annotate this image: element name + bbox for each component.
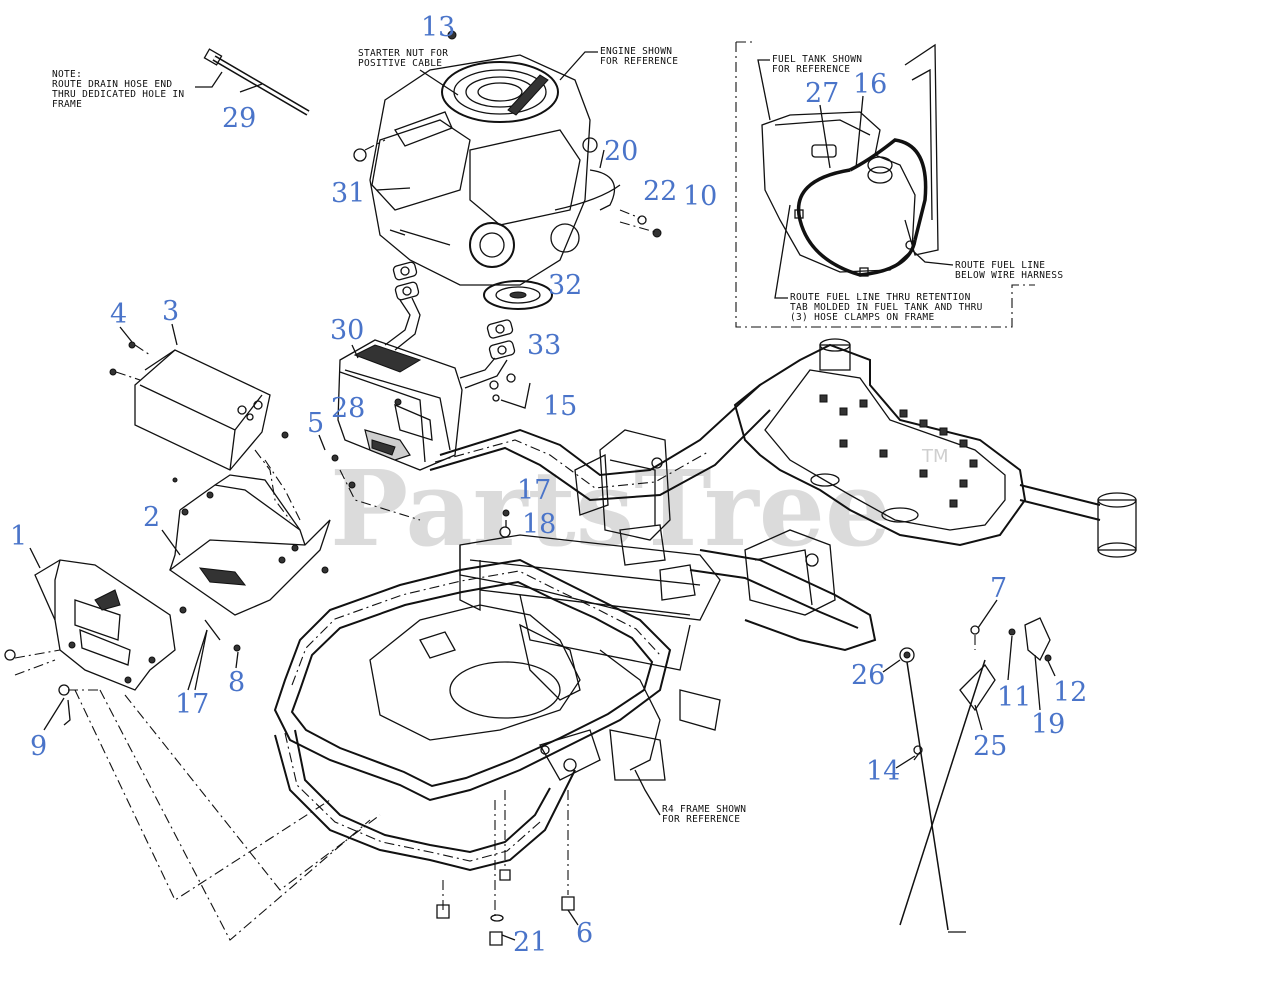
callout-11: 11 — [997, 682, 1031, 713]
callouts: 13 29 31 20 22 10 27 16 32 33 30 15 4 3 … — [10, 12, 1087, 958]
exhaust-gaskets — [384, 261, 516, 389]
callout-28: 28 — [331, 393, 365, 424]
svg-text:FOR REFERENCE: FOR REFERENCE — [772, 64, 850, 75]
heat-shield — [168, 449, 331, 652]
pulley — [483, 280, 553, 310]
callout-17-bottom: 17 — [175, 689, 209, 720]
callout-9: 9 — [30, 731, 47, 762]
callout-18: 18 — [522, 509, 556, 540]
fuel-tank-inset: FUEL TANK SHOWN FOR REFERENCE ROUTE FUEL… — [735, 41, 1063, 328]
leader-lines — [29, 95, 1056, 769]
callout-25: 25 — [973, 731, 1007, 762]
callout-17-top: 17 — [517, 475, 551, 506]
svg-text:R4 FRAME SHOWN: R4 FRAME SHOWN — [662, 804, 746, 815]
svg-text:ROUTE FUEL LINE THRU RETENTION: ROUTE FUEL LINE THRU RETENTION — [790, 292, 971, 303]
callout-5: 5 — [307, 408, 324, 439]
callout-12: 12 — [1053, 677, 1087, 708]
callout-33: 33 — [527, 330, 561, 361]
svg-text:ROUTE FUEL LINE: ROUTE FUEL LINE — [955, 260, 1045, 271]
callout-30: 30 — [330, 315, 364, 346]
guard-plate — [4, 559, 176, 726]
callout-7: 7 — [990, 573, 1007, 604]
engine-hardware — [447, 30, 662, 238]
cover-panel — [109, 341, 289, 471]
svg-text:TAB MOLDED IN FUEL TANK AND TH: TAB MOLDED IN FUEL TANK AND THRU — [790, 302, 983, 313]
assembly-lines — [74, 619, 381, 941]
callout-15: 15 — [543, 391, 577, 422]
frame — [273, 338, 1137, 872]
callout-6: 6 — [576, 918, 593, 949]
cables — [899, 617, 1052, 933]
callout-10: 10 — [683, 181, 717, 212]
callout-31: 31 — [331, 178, 365, 209]
svg-text:ENGINE SHOWN: ENGINE SHOWN — [600, 46, 672, 57]
svg-text:BELOW WIRE HARNESS: BELOW WIRE HARNESS — [955, 270, 1063, 281]
svg-text:FOR REFERENCE: FOR REFERENCE — [662, 814, 740, 825]
engine — [353, 54, 621, 286]
callout-26: 26 — [851, 660, 885, 691]
svg-text:ROUTE DRAIN HOSE END: ROUTE DRAIN HOSE END — [52, 79, 172, 90]
note-frame-shown: R4 FRAME SHOWN FOR REFERENCE — [634, 769, 746, 825]
callout-27: 27 — [805, 78, 839, 109]
callout-20: 20 — [604, 136, 638, 167]
callout-14: 14 — [866, 756, 900, 787]
spark-arrestor — [364, 429, 411, 461]
svg-text:FOR REFERENCE: FOR REFERENCE — [600, 56, 678, 67]
watermark: PartsTree — [330, 447, 891, 570]
callout-32: 32 — [548, 270, 582, 301]
callout-1: 1 — [10, 521, 27, 552]
note-starter-nut: STARTER NUT FOR POSITIVE CABLE — [358, 48, 459, 96]
bolts-15 — [489, 373, 531, 409]
callout-22: 22 — [643, 176, 677, 207]
svg-text:FUEL TANK SHOWN: FUEL TANK SHOWN — [772, 54, 862, 65]
watermark-tm: TM — [921, 446, 949, 467]
muffler — [337, 339, 463, 471]
callout-3: 3 — [162, 296, 179, 327]
callout-29: 29 — [222, 103, 256, 134]
bottom-bolts — [436, 790, 579, 946]
note-engine-shown: ENGINE SHOWN FOR REFERENCE — [559, 46, 678, 81]
callout-21: 21 — [513, 927, 547, 958]
note-drain-hose: NOTE: ROUTE DRAIN HOSE END THRU DEDICATE… — [52, 69, 223, 110]
callout-4: 4 — [110, 299, 127, 330]
svg-text:FRAME: FRAME — [52, 99, 82, 110]
callout-16: 16 — [853, 69, 887, 100]
callout-2: 2 — [143, 502, 160, 533]
svg-text:NOTE:: NOTE: — [52, 69, 82, 80]
svg-text:(3) HOSE CLAMPS ON FRAME: (3) HOSE CLAMPS ON FRAME — [790, 312, 934, 323]
svg-text:THRU DEDICATED HOLE IN: THRU DEDICATED HOLE IN — [52, 89, 184, 100]
callout-19: 19 — [1031, 709, 1065, 740]
svg-text:POSITIVE CABLE: POSITIVE CABLE — [358, 58, 442, 69]
drain-hose — [203, 48, 310, 116]
callout-8: 8 — [228, 667, 245, 698]
svg-text:STARTER NUT FOR: STARTER NUT FOR — [358, 48, 448, 59]
callout-13: 13 — [421, 12, 455, 43]
